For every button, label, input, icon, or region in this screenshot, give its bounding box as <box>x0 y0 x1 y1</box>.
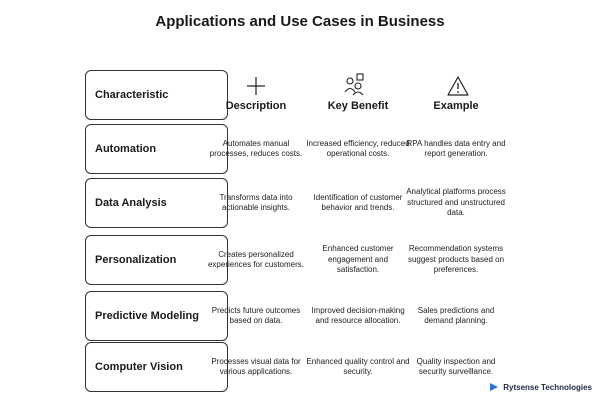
cell-key-benefit: Increased efficiency, reduced operationa… <box>306 138 410 159</box>
cell-example: Analytical platforms process structured … <box>406 187 506 218</box>
column-header-key-benefit: Key Benefit <box>327 100 389 112</box>
row-label-text: Data Analysis <box>95 197 167 209</box>
row-label-text: Automation <box>95 143 157 155</box>
row-label-text: Predictive Modeling <box>95 310 199 322</box>
column-header-description: Description <box>225 100 287 112</box>
row-label-automation: Automation <box>85 124 228 174</box>
cell-description: Creates personalized experiences for cus… <box>207 249 305 270</box>
warning-icon <box>447 76 469 96</box>
brand-logo: Rytsense Technologies <box>489 382 592 392</box>
page-title: Applications and Use Cases in Business <box>155 13 445 30</box>
row-label-text: Computer Vision <box>95 361 183 373</box>
row-label-computer-vision: Computer Vision <box>85 342 228 392</box>
cell-example: Recommendation systems suggest products … <box>407 244 505 275</box>
row-label-data-analysis: Data Analysis <box>85 178 228 228</box>
cell-key-benefit: Enhanced customer engagement and satisfa… <box>322 244 394 275</box>
cell-example: Sales predictions and demand planning. <box>417 305 495 326</box>
cell-description: Processes visual data for various applic… <box>211 356 301 377</box>
row-label-personalization: Personalization <box>85 235 228 285</box>
cell-description: Transforms data into actionable insights… <box>219 192 293 213</box>
cell-key-benefit: Identification of customer behavior and … <box>313 192 403 213</box>
cell-description: Automates manual processes, reduces cost… <box>209 138 303 159</box>
cell-key-benefit: Improved decision-making and resource al… <box>311 305 405 326</box>
brand-name: Rytsense Technologies <box>503 382 592 392</box>
cell-key-benefit: Enhanced quality control and security. <box>306 356 410 377</box>
cell-example: RPA handles data entry and report genera… <box>406 138 506 159</box>
characteristic-header: Characteristic <box>85 70 228 120</box>
column-header-example: Example <box>433 100 479 112</box>
plus-icon <box>247 77 265 95</box>
cell-example: Quality inspection and security surveill… <box>416 356 496 377</box>
brand-icon <box>490 383 499 391</box>
characteristic-header-label: Characteristic <box>95 89 169 101</box>
cell-description: Predicts future outcomes based on data. <box>211 305 301 326</box>
row-label-predictive-modeling: Predictive Modeling <box>85 291 228 341</box>
row-label-text: Personalization <box>95 254 177 266</box>
people-icon <box>344 73 364 96</box>
